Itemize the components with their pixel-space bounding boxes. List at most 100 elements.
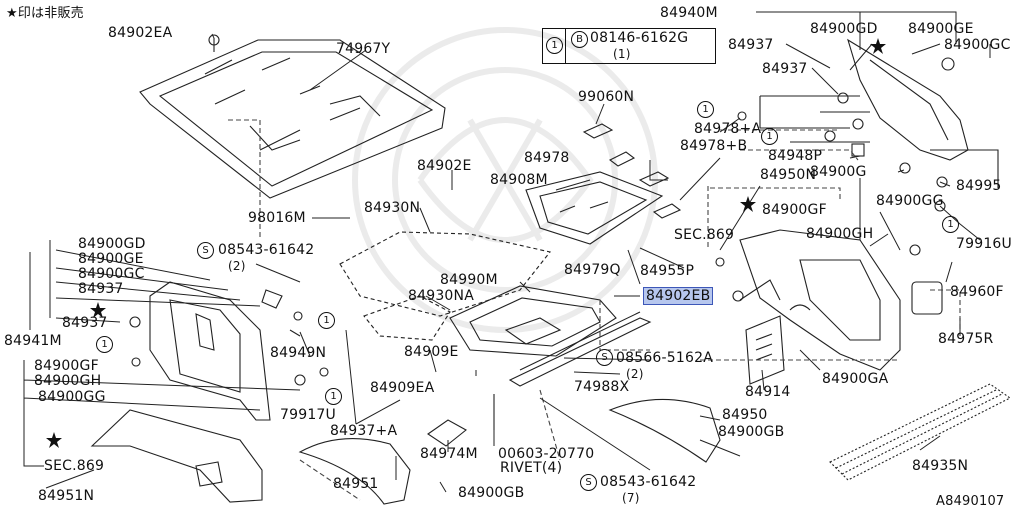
floor-panel-84930n (339, 231, 551, 317)
part-label[interactable]: 84930N (364, 200, 421, 216)
screw (737, 111, 747, 121)
circled-one-icon: 1 (697, 101, 714, 118)
part-label[interactable]: 84900GD (810, 21, 878, 37)
clip (824, 130, 836, 142)
part-label[interactable]: 84937 (728, 37, 774, 53)
part-label[interactable]: 84900G (810, 164, 867, 180)
part-label[interactable]: 84900GF (762, 202, 827, 218)
part-label[interactable]: 84974M (420, 446, 478, 462)
circled-one-icon: 1 (942, 216, 959, 233)
clip (732, 290, 744, 302)
part-label[interactable]: SEC.869 (674, 227, 735, 243)
bracket-84974m (427, 419, 467, 447)
clip (941, 57, 955, 71)
part-label[interactable]: 84914 (745, 384, 791, 400)
clip (909, 244, 921, 256)
part-label[interactable]: 74967Y (336, 41, 391, 57)
clip (899, 162, 911, 174)
part-label[interactable]: 00603-20770 (498, 446, 595, 462)
part-label[interactable]: 98016M (248, 210, 306, 226)
legend-qty: (1) (613, 47, 631, 61)
part-label[interactable]: RIVET(4) (500, 460, 563, 476)
part-label[interactable]: 99060N (578, 89, 635, 105)
legend-box: 1 B 08146-6162G (1) (542, 28, 716, 64)
part-label[interactable]: 84909EA (370, 380, 435, 396)
clip (131, 357, 141, 367)
part-label[interactable]: 74988X (574, 379, 630, 395)
part-label[interactable]: 84949N (270, 345, 327, 361)
star-icon (46, 38, 886, 448)
circled-one-icon: 1 (546, 37, 563, 54)
part-qty: (2) (228, 259, 246, 273)
part-label[interactable]: 84979Q (564, 262, 621, 278)
part-label[interactable]: 84935N (912, 458, 969, 474)
part-label[interactable]: 84940M (660, 5, 718, 21)
part-label[interactable]: 84900GB (458, 485, 525, 501)
part-label[interactable]: 84950 (722, 407, 768, 423)
part-label[interactable]: 84900GE (908, 21, 974, 37)
part-label-highlighted[interactable]: 84902EB (643, 287, 714, 305)
part-label[interactable]: 84900GG (38, 389, 106, 405)
part-label[interactable]: 84955P (640, 263, 695, 279)
part-label[interactable]: 08543-61642 (218, 242, 315, 258)
circled-one-icon: 1 (318, 312, 335, 329)
panel-84914 (745, 315, 785, 385)
part-label[interactable]: 84937 (78, 281, 124, 297)
part-label[interactable]: 84990M (440, 272, 498, 288)
part-label[interactable]: 84900GF (34, 358, 99, 374)
part-label[interactable]: 84900GC (944, 37, 1011, 53)
part-label[interactable]: 84960F (950, 284, 1004, 300)
screw (715, 257, 725, 267)
part-label[interactable]: 84908M (490, 172, 548, 188)
part-label[interactable]: 84902EA (108, 25, 173, 41)
part-label[interactable]: 79916U (956, 236, 1012, 252)
part-label[interactable]: 84900GE (78, 251, 144, 267)
part-label[interactable]: 08543-61642 (600, 474, 697, 490)
clip (852, 118, 864, 130)
rail-74988x (508, 311, 652, 387)
part-qty: (7) (622, 491, 640, 505)
part-label[interactable]: 84975R (938, 331, 994, 347)
part-label[interactable]: 84909E (404, 344, 459, 360)
part-label[interactable]: 84900GG (876, 193, 944, 209)
part-label[interactable]: 84978+A (694, 121, 762, 137)
trim-caps (582, 123, 682, 219)
floor-tray-84990m (449, 285, 617, 357)
circled-s-icon: S (580, 474, 597, 491)
part-label[interactable]: 84995 (956, 178, 1002, 194)
part-label[interactable]: 84900GA (822, 371, 889, 387)
clip (294, 374, 306, 386)
part-label[interactable]: SEC.869 (44, 458, 105, 474)
clip-84900ga (789, 304, 811, 311)
circled-one-icon: 1 (325, 388, 342, 405)
clip (934, 200, 946, 212)
part-label[interactable]: 84978 (524, 150, 570, 166)
part-label[interactable]: 84902E (417, 158, 472, 174)
part-label[interactable]: 84937+A (330, 423, 398, 439)
leader-lines (23, 11, 991, 493)
part-label[interactable]: 84951N (38, 488, 95, 504)
diagram-code: A8490107 (936, 494, 1005, 509)
part-label[interactable]: 84951 (333, 476, 379, 492)
part-label[interactable]: 84941M (4, 333, 62, 349)
bracket (261, 289, 283, 309)
part-label[interactable]: 84900GB (718, 424, 785, 440)
part-label[interactable]: 84900GD (78, 236, 146, 252)
part-label[interactable]: 84950N (760, 167, 817, 183)
part-label[interactable]: 84948P (768, 148, 823, 164)
part-label[interactable]: 84900GC (78, 266, 145, 282)
part-label[interactable]: 84937 (62, 315, 108, 331)
part-label[interactable]: 84930NA (408, 288, 474, 304)
part-label[interactable]: 08566-5162A (616, 350, 713, 366)
part-label[interactable]: 84937 (762, 61, 808, 77)
part-label[interactable]: 79917U (280, 407, 336, 423)
clip (129, 316, 141, 328)
circled-b-icon: B (571, 31, 588, 48)
cover-84908m (525, 171, 664, 245)
circled-one-icon: 1 (761, 128, 778, 145)
part-label[interactable]: 84900GH (34, 373, 102, 389)
clip-84902ea (208, 34, 220, 46)
part-label[interactable]: 84978+B (680, 138, 748, 154)
part-label[interactable]: 84900GH (806, 226, 874, 242)
clip (936, 176, 948, 188)
